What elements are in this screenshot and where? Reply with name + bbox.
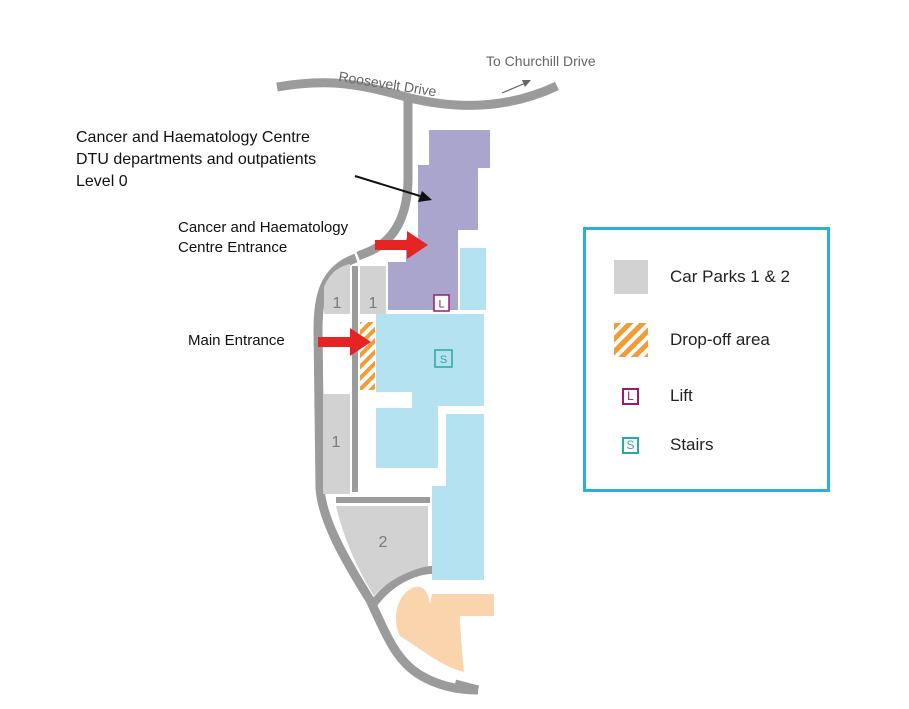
legend-lift-label: Lift: [670, 386, 693, 405]
chc-entrance-line-1: Cancer and Haematology: [178, 219, 349, 236]
inner-road: [453, 679, 480, 695]
car-park-1-left-upper: [324, 264, 350, 314]
legend-stairs-label: Stairs: [670, 435, 714, 454]
loop-road: [313, 253, 479, 695]
stairs-symbol-map-text: S: [440, 354, 447, 366]
drop-off-lane-road: [352, 266, 358, 492]
car-park-number-left-lower: 1: [332, 434, 341, 451]
car-park-number-right-upper: 1: [369, 295, 378, 312]
map-legend: Car Parks 1 & 2 Drop-off area L Lift S S…: [583, 227, 830, 492]
legend-item-car-parks: Car Parks 1 & 2: [614, 260, 790, 294]
stairs-symbol-map: [434, 349, 453, 368]
title-pointer-arrow: [354, 175, 432, 202]
chc-building: [388, 130, 490, 310]
car-parks: [323, 264, 428, 596]
car-park-number-two: 2: [379, 534, 388, 551]
lift-icon: L: [622, 387, 639, 405]
legend-car-parks-label: Car Parks 1 & 2: [670, 267, 790, 286]
car-park-1-right-upper: [360, 266, 386, 314]
stairs-icon: S: [622, 436, 639, 454]
roads: [276, 78, 559, 695]
drop-off-area: [360, 322, 375, 390]
legend-item-lift: L Lift: [614, 386, 693, 406]
chc-entrance-arrow: [375, 231, 428, 259]
car-park-2: [336, 506, 428, 596]
main-building: [376, 248, 486, 580]
main-building-core: [376, 314, 484, 468]
roosevelt-drive-road: [276, 78, 559, 110]
lift-symbol-map-text: L: [438, 299, 444, 311]
building-title-line-3: Level 0: [76, 173, 128, 190]
drop-off-swatch: [614, 323, 648, 357]
legend-item-stairs: S Stairs: [614, 435, 713, 455]
lift-symbol-map: [433, 294, 450, 312]
main-entrance-arrow: [318, 328, 371, 356]
main-entrance-label: Main Entrance: [188, 332, 285, 349]
car-park-1-left-lower: [323, 394, 350, 494]
legend-drop-off-label: Drop-off area: [670, 330, 770, 349]
legend-item-drop-off: Drop-off area: [614, 323, 770, 357]
main-building-east-wing: [460, 248, 486, 310]
car-park-number-left-upper: 1: [333, 295, 342, 312]
churchill-direction-arrow: [501, 80, 531, 94]
building-title: Cancer and Haematology Centre DTU depart…: [76, 127, 316, 193]
main-building-south-wing: [432, 414, 484, 580]
chc-entrance-label: Cancer and Haematology Centre Entrance: [178, 218, 348, 258]
access-road: [356, 100, 413, 261]
building-title-line-1: Cancer and Haematology Centre: [76, 129, 310, 146]
annex-building: [396, 586, 494, 672]
building-title-line-2: DTU departments and outpatients: [76, 151, 317, 168]
churchill-drive-label: To Churchill Drive: [486, 53, 596, 69]
car-park-swatch: [614, 260, 648, 294]
chc-entrance-line-2: Centre Entrance: [178, 239, 288, 256]
